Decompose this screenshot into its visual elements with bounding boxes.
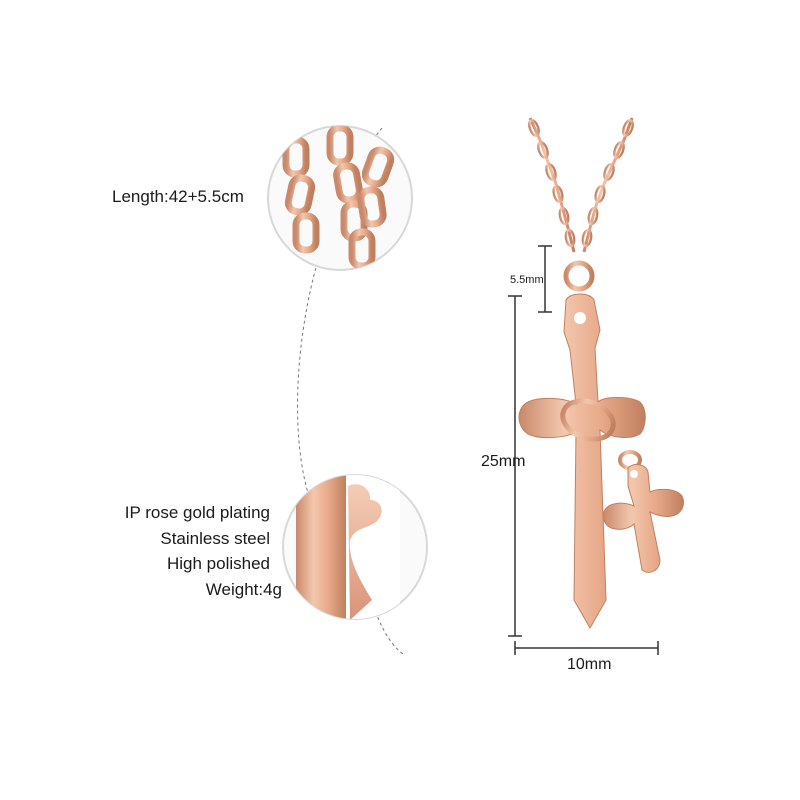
material-label: Stainless steel (160, 529, 270, 548)
dimension-bail-label: 5.5mm (510, 274, 544, 286)
small-cross (602, 464, 685, 573)
finish-label: High polished (166, 554, 270, 573)
dimension-width-label: 10mm (567, 656, 612, 673)
plating-label: IP rose gold plating (124, 503, 270, 522)
main-cross (518, 293, 646, 630)
dimension-width (514, 641, 659, 655)
weight-label: Weight:4g (205, 580, 282, 599)
bail-ring (563, 260, 595, 292)
surface-detail-circle (282, 474, 428, 620)
jump-ring (560, 398, 616, 442)
dimension-height-label: 25mm (481, 453, 526, 470)
pendant-chain (528, 117, 634, 253)
dimension-height (508, 295, 522, 637)
chain-detail-circle (267, 125, 413, 271)
length-label: Length:42+5.5cm (112, 187, 244, 206)
dimension-bail (538, 245, 552, 313)
